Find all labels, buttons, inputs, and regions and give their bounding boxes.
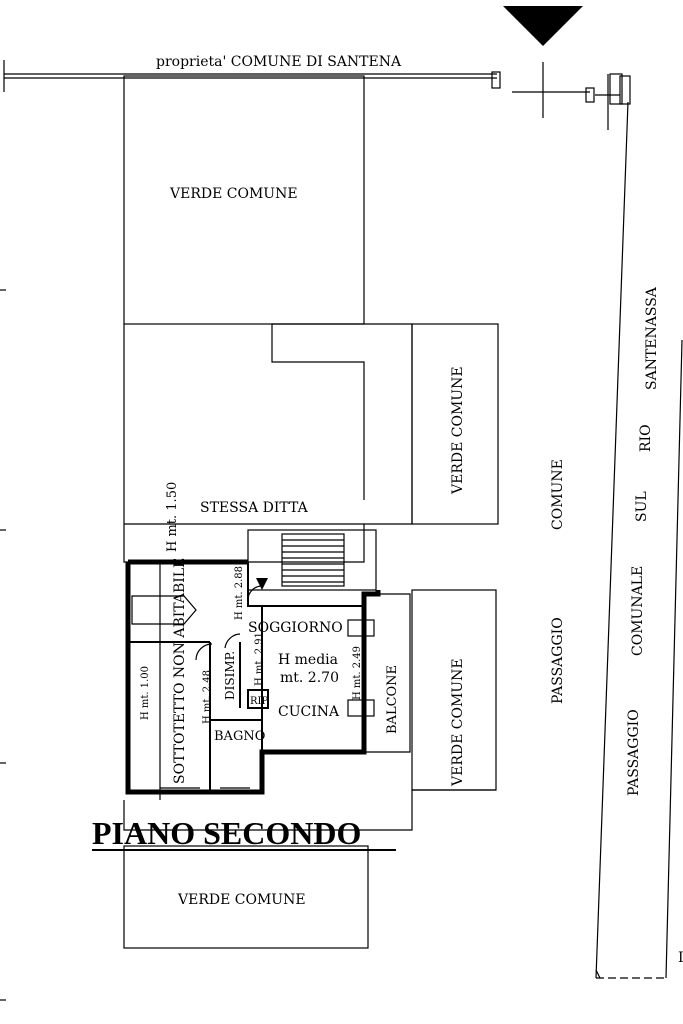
height-150-label: H mt. 1.50 [165,482,180,552]
cucina-label: CUCINA [278,704,340,720]
passaggio-comune-label-2: COMUNE [550,459,566,530]
margin-ticks [0,289,6,1001]
passaggio-comunale-label-1: PASSAGGIO [626,709,642,796]
bagno-label: BAGNO [214,729,265,744]
sottotetto-arrow-icon [131,595,197,625]
entrance-arrow-icon [256,578,268,590]
verde-comune-right-lower-label: VERDE COMUNE [450,658,466,787]
ownership-label: proprieta' COMUNE DI SANTENA [156,54,402,70]
rip-label: RIP. [250,696,269,707]
staircase [247,529,377,591]
height-100-label: H mt. 1.00 [140,666,151,720]
verde-comune-bottom-label: VERDE COMUNE [177,892,306,908]
soggiorno-label: SOGGIORNO [248,620,343,636]
edge-mark: I [678,950,683,966]
height-288-label: H mt. 2.88 [234,566,245,620]
disimp-label: DISIMP. [223,651,237,700]
height-249-label: H mt. 2.49 [352,646,363,700]
sottotetto-label: SOTTOTETTO NON ABITABILE [172,558,188,784]
property-line [3,60,631,130]
balcone-label: BALCONE [385,665,400,734]
passaggio-comunale-label-4: RIO [638,424,654,452]
page-title: PIANO SECONDO [92,815,361,851]
verde-comune-right-upper-label: VERDE COMUNE [450,366,466,495]
height-291-label: H mt. 2.91 [254,632,265,686]
balcone-outline [364,593,411,753]
verde-comune-bottom-area [123,845,369,949]
passaggio-comunale-label-3: SUL [634,491,650,522]
passaggio-comunale-label-5: SANTENASSA [644,286,660,390]
passaggio-comunale-strip [595,101,683,979]
north-arrow-icon [503,6,583,46]
verde-comune-right-upper-area [411,323,499,525]
courtyard-outline [123,789,496,831]
passaggio-comune-label-1: PASSAGGIO [550,617,566,704]
height-248-label: H mt. 2.48 [202,670,213,724]
h-media-label: H media [278,652,338,668]
stessa-ditta-label: STESSA DITTA [200,500,309,516]
h-media-value-label: mt. 2.70 [280,670,339,686]
apartment-walls [125,559,381,800]
verde-comune-top-area [123,75,365,325]
passaggio-comunale-label-2: COMUNALE [630,566,646,656]
verde-comune-top-label: VERDE COMUNE [169,186,298,202]
door-swings [195,585,375,717]
